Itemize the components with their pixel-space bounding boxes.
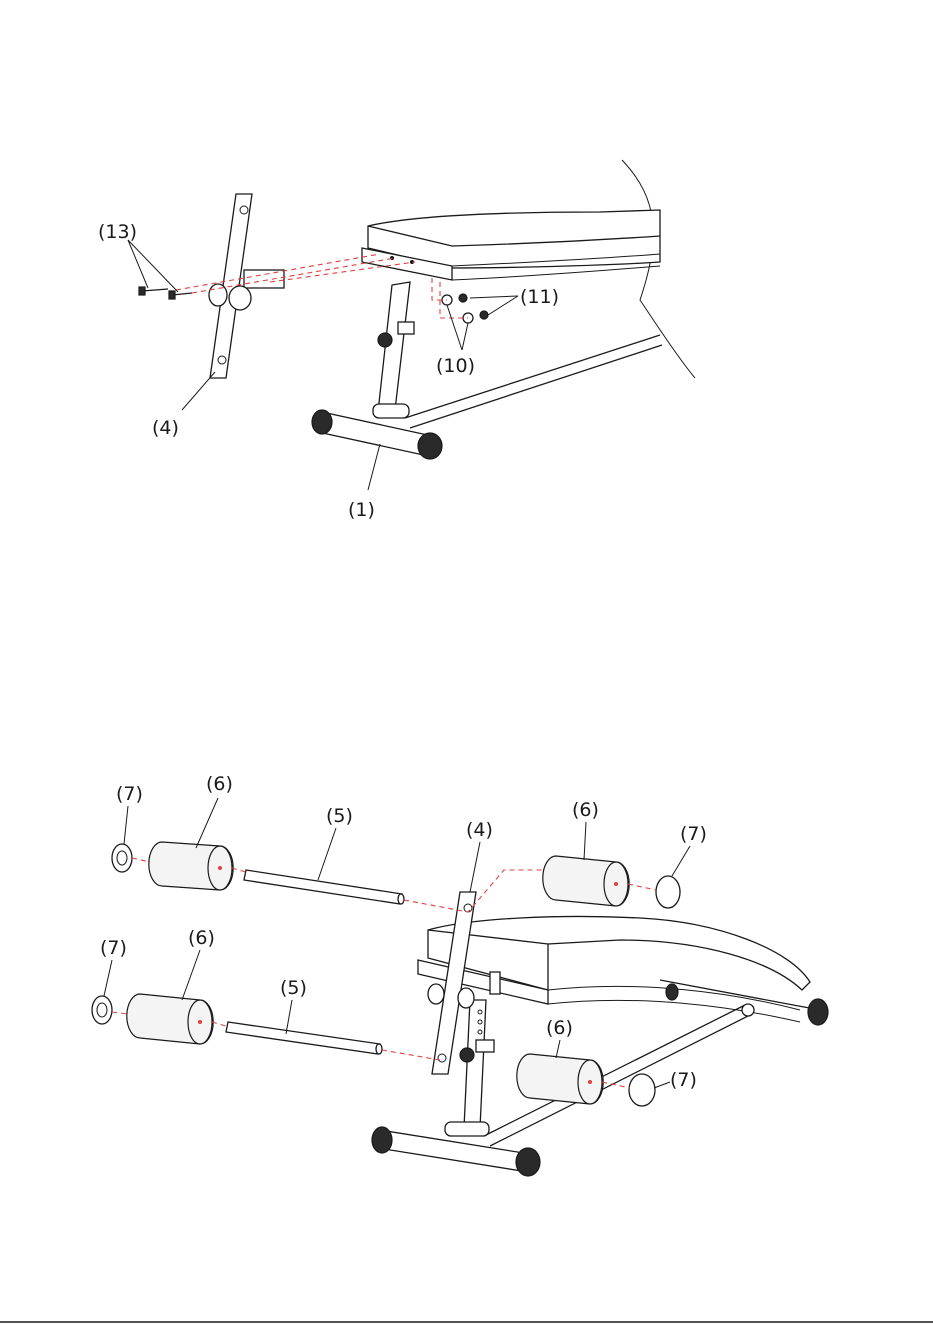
bolts-13 [139,287,192,299]
seat-pad [362,210,660,280]
roller-6-top-left [149,842,233,890]
callout-6-bottom-left: (6) [188,927,215,949]
nuts-washers [442,294,488,323]
end-cap-7-top-right [656,876,680,908]
callout-7-top-right: (7) [680,823,707,845]
roller-6-bottom-left [127,994,213,1044]
callout-10: (10) [436,355,475,377]
roller-6-bottom-right [517,1054,603,1104]
callout-7-bottom-left: (7) [100,937,127,959]
roller-6-top-right [543,856,629,906]
user-outline [622,160,695,378]
callout-7-bottom-right: (7) [670,1069,697,1091]
callout-4: (4) [466,819,493,841]
callout-5-top: (5) [326,805,353,827]
part-4-leg-post [209,194,284,378]
callout-7-top-left: (7) [116,783,143,805]
callout-6-top-left: (6) [206,773,233,795]
callout-1: (1) [348,499,375,521]
end-cap-7-top-left [112,844,132,872]
rod-5-bottom [226,1022,382,1054]
callout-4: (4) [152,417,179,439]
rod-5-top [244,870,404,904]
end-cap-7-bottom-left [92,996,112,1024]
callout-6-top-right: (6) [572,799,599,821]
callout-6-bottom-right: (6) [546,1017,573,1039]
callout-11: (11) [520,286,559,308]
callout-13: (13) [98,221,137,243]
callout-5-bottom: (5) [280,977,307,999]
end-cap-7-bottom-right [629,1074,655,1106]
